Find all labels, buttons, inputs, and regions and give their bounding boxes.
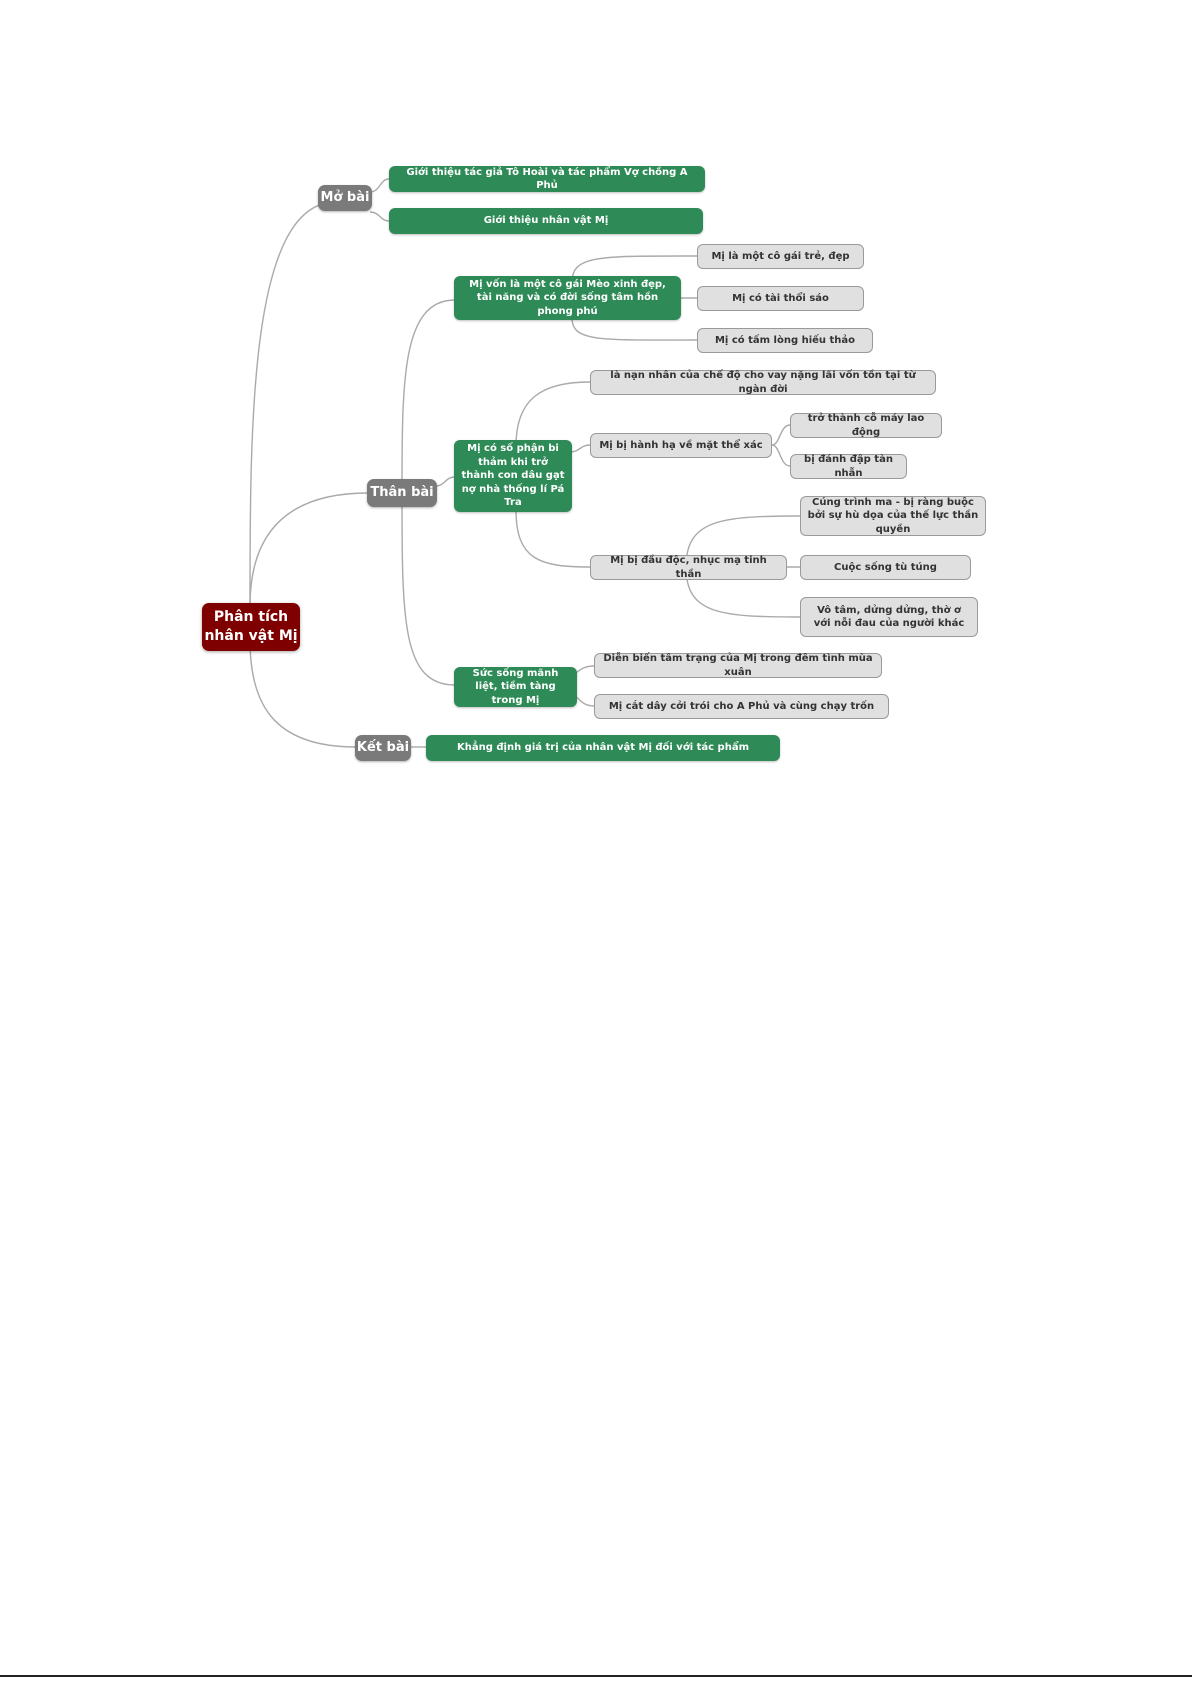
connector-spir-leaf1 <box>685 515 801 568</box>
spiritual-leaf-1[interactable]: Cúng trình ma - bị ràng buộc bởi sự hù d… <box>800 496 986 536</box>
connector-b2-victim <box>515 381 591 447</box>
connector-mo-bai-2 <box>369 211 390 222</box>
section-ket-bai[interactable]: Kết bài <box>355 735 411 761</box>
connector-root-ket-bai <box>249 639 357 748</box>
than-bai-branch3[interactable]: Sức sống mãnh liệt, tiềm tàng trong Mị <box>454 667 577 707</box>
section-than-bai[interactable]: Thân bài <box>367 479 437 507</box>
spiritual-leaf-2[interactable]: Cuộc sống tù túng <box>800 555 971 580</box>
than-bai-branch2[interactable]: Mị có số phận bi thảm khi trở thành con … <box>454 440 572 512</box>
root-node[interactable]: Phân tích nhân vật Mị <box>202 603 300 651</box>
connector-phys-leaf1 <box>771 424 791 446</box>
ket-bai-conclusion[interactable]: Khẳng định giá trị của nhân vật Mị đối v… <box>426 735 780 761</box>
branch1-leaf-1[interactable]: Mị là một cô gái trẻ, đẹp <box>697 244 864 269</box>
branch3-leaf-1[interactable]: Diễn biến tâm trạng của Mị trong đêm tìn… <box>594 653 882 678</box>
branch2-physical[interactable]: Mị bị hành hạ về mặt thể xác <box>590 433 772 458</box>
connector-b1-leaf1 <box>571 255 698 283</box>
than-bai-branch1[interactable]: Mị vốn là một cô gái Mèo xinh đẹp, tài n… <box>454 276 681 320</box>
connector-b1-leaf3 <box>571 317 698 341</box>
connector-than-bai-branch2 <box>435 476 456 487</box>
branch1-leaf-3[interactable]: Mị có tấm lòng hiếu thảo <box>697 328 873 353</box>
connector-than-bai-branch1 <box>401 299 456 494</box>
connector-b2-physical <box>569 444 591 453</box>
connector-than-bai-branch3 <box>401 492 456 686</box>
mo-bai-intro-character[interactable]: Giới thiệu nhân vật Mị <box>389 208 703 234</box>
mo-bai-intro-author[interactable]: Giới thiệu tác giả Tô Hoài và tác phẩm V… <box>389 166 705 192</box>
spiritual-leaf-3[interactable]: Vô tâm, dửng dửng, thờ ơ với nỗi đau của… <box>800 597 978 637</box>
physical-leaf-1[interactable]: trở thành cỗ máy lao động <box>790 413 942 438</box>
page-bottom-rule <box>0 1675 1192 1677</box>
connector-mo-bai-1 <box>369 178 390 193</box>
connector-root-mo-bai <box>249 201 337 607</box>
branch2-spiritual[interactable]: Mị bị đầu độc, nhục mạ tinh thần <box>590 555 787 580</box>
branch1-leaf-2[interactable]: Mị có tài thổi sáo <box>697 286 864 311</box>
connector-spir-leaf3 <box>685 566 801 618</box>
connector-b2-spiritual <box>515 509 591 568</box>
connector-lines <box>249 178 801 748</box>
physical-leaf-2[interactable]: bị đánh đập tàn nhẫn <box>790 454 907 479</box>
section-mo-bai[interactable]: Mở bài <box>318 185 372 211</box>
branch2-victim[interactable]: là nạn nhân của chế độ cho vay nặng lãi … <box>590 370 936 395</box>
connector-root-than-bai <box>249 492 369 607</box>
connector-phys-leaf2 <box>771 444 791 467</box>
branch3-leaf-2[interactable]: Mị cắt dây cởi trói cho A Phủ và cùng ch… <box>594 694 889 719</box>
